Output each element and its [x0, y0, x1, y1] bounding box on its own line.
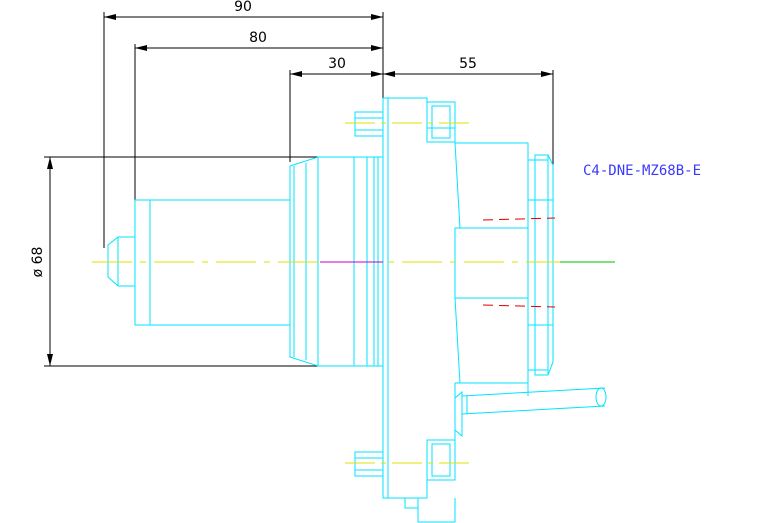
hidden-lines: [482, 217, 556, 308]
diameter-68-label: ø 68: [30, 247, 46, 278]
part-number-label: C4-DNE-MZ68B-E: [583, 163, 701, 179]
dimension-lines: [44, 12, 554, 367]
dimension-30-label: 30: [328, 56, 346, 72]
dimension-arrows: [47, 14, 553, 366]
dimension-80-label: 80: [249, 30, 267, 46]
center-lines: [92, 122, 615, 464]
dimension-55-label: 55: [459, 56, 477, 72]
dimension-90-label: 90: [234, 0, 252, 15]
part-outline: [107, 97, 607, 523]
